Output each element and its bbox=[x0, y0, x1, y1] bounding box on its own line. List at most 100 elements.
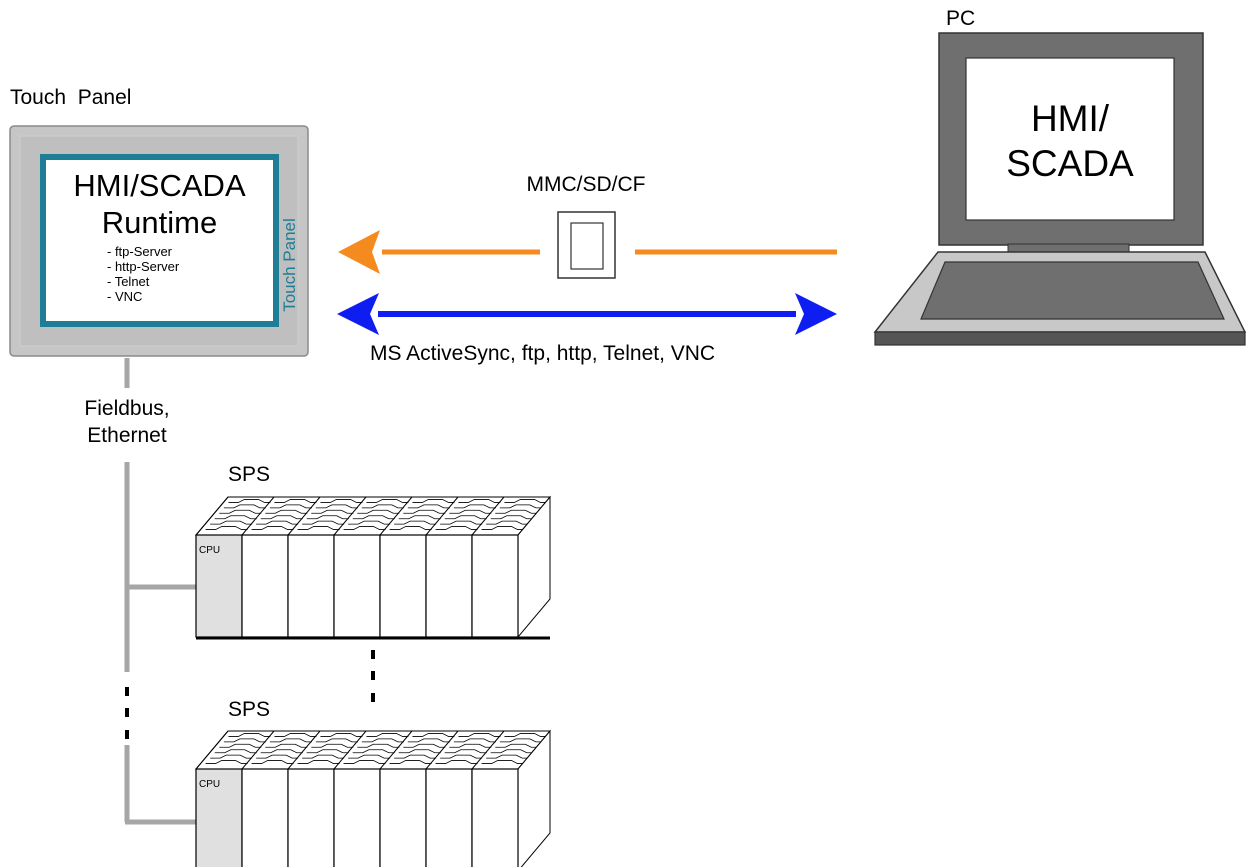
rack-vent bbox=[412, 499, 455, 503]
service-item: - ftp-Server bbox=[107, 244, 173, 259]
rack-vent bbox=[343, 760, 386, 764]
network-label: MS ActiveSync, ftp, http, Telnet, VNC bbox=[370, 342, 716, 365]
pc-screen-line1: HMI/ bbox=[1030, 98, 1110, 139]
rack-vent bbox=[223, 504, 266, 509]
service-item: - VNC bbox=[107, 289, 143, 304]
rack-vent bbox=[315, 738, 358, 743]
dot bbox=[125, 687, 129, 696]
rack-vent bbox=[435, 526, 478, 530]
io-module bbox=[379, 768, 427, 867]
rack-vent bbox=[265, 509, 308, 514]
rack-vent bbox=[302, 754, 345, 759]
rack-vent bbox=[495, 509, 538, 514]
io-module bbox=[287, 768, 335, 867]
rack-vent bbox=[228, 733, 271, 737]
laptop-keyboard bbox=[920, 261, 1225, 320]
memory-card-label: MMC/SD/CF bbox=[526, 173, 646, 196]
cpu-module bbox=[195, 534, 243, 638]
rack-vent bbox=[251, 526, 294, 530]
rack-top-divider bbox=[195, 496, 229, 536]
rack-vent bbox=[205, 526, 248, 530]
rack-vent bbox=[357, 509, 400, 514]
rack-vent bbox=[297, 760, 340, 764]
rack-vent bbox=[260, 515, 303, 520]
dot bbox=[371, 650, 375, 659]
rack-vent bbox=[348, 754, 391, 759]
rack-vent bbox=[366, 733, 409, 737]
rack-vent bbox=[449, 743, 492, 748]
rack-vent bbox=[486, 754, 529, 759]
rack-vent bbox=[486, 520, 529, 525]
continuation-dots bbox=[125, 650, 375, 739]
rack-vent bbox=[251, 760, 294, 764]
memory-card-arrowhead bbox=[338, 230, 380, 274]
io-module bbox=[333, 534, 381, 638]
rack-vent bbox=[398, 749, 441, 754]
rack-vent bbox=[210, 520, 253, 525]
pc-title: PC bbox=[946, 7, 976, 30]
touch-panel-services: - ftp-Server - http-Server - Telnet - VN… bbox=[107, 244, 179, 304]
fieldbus-label-line2: Ethernet bbox=[87, 424, 167, 447]
rack-vent bbox=[214, 749, 257, 754]
rack-vent bbox=[440, 754, 483, 759]
io-module bbox=[333, 768, 381, 867]
laptop-screen bbox=[965, 57, 1175, 221]
rack-vent bbox=[306, 749, 349, 754]
rack-top-divider bbox=[287, 496, 321, 536]
rack-vent bbox=[499, 738, 542, 743]
rack-vent bbox=[205, 760, 248, 764]
touch-panel-screen-title: HMI/SCADA bbox=[73, 168, 246, 203]
rack-top-divider bbox=[425, 496, 459, 536]
rack-vent bbox=[348, 520, 391, 525]
fieldbus-label-line1: Fieldbus, bbox=[84, 397, 170, 420]
rack-vent bbox=[361, 738, 404, 743]
rack-vent bbox=[260, 749, 303, 754]
rack-top-divider bbox=[287, 730, 321, 770]
plc-cpu-label: CPU bbox=[199, 545, 221, 556]
rack-vent bbox=[320, 733, 363, 737]
rack-top-divider bbox=[379, 730, 413, 770]
plc-cpu-label: CPU bbox=[199, 779, 221, 790]
rack-vent bbox=[297, 526, 340, 530]
rack-vent bbox=[449, 509, 492, 514]
rack-vent bbox=[490, 515, 533, 520]
rack-vent bbox=[403, 509, 446, 514]
rack-vent bbox=[210, 754, 253, 759]
pc-screen-line2: SCADA bbox=[1006, 143, 1134, 184]
io-module bbox=[241, 768, 289, 867]
rack-vent bbox=[435, 760, 478, 764]
rack-vent bbox=[481, 760, 524, 764]
memory-card-transfer bbox=[338, 211, 837, 279]
rack-top-divider bbox=[241, 730, 275, 770]
touch-panel-screen-subtitle: Runtime bbox=[101, 205, 218, 240]
rack-vent bbox=[269, 504, 312, 509]
rack-vent bbox=[352, 749, 395, 754]
rack-vent bbox=[481, 526, 524, 530]
io-module bbox=[471, 534, 519, 638]
rack-vent bbox=[311, 743, 354, 748]
io-module bbox=[287, 534, 335, 638]
io-module bbox=[425, 534, 473, 638]
dot bbox=[125, 730, 129, 739]
rack-vent bbox=[499, 504, 542, 509]
rack-vent bbox=[265, 743, 308, 748]
rack-vent bbox=[453, 738, 496, 743]
dot bbox=[371, 671, 375, 680]
rack-vent bbox=[458, 499, 501, 503]
plc-racks bbox=[194, 495, 552, 867]
io-module bbox=[471, 768, 519, 867]
rack-vent bbox=[444, 515, 487, 520]
rack-vent bbox=[490, 749, 533, 754]
rack-vent bbox=[389, 526, 432, 530]
rack-vent bbox=[352, 515, 395, 520]
rack-vent bbox=[320, 499, 363, 503]
rack-vent bbox=[453, 504, 496, 509]
rack-top-divider bbox=[241, 496, 275, 536]
touch-panel-device bbox=[9, 125, 309, 357]
dot bbox=[125, 708, 129, 717]
rack-vent bbox=[394, 520, 437, 525]
touch-panel-side-label: Touch Panel bbox=[280, 218, 299, 312]
rack-top-divider bbox=[333, 496, 367, 536]
laptop-front-edge bbox=[874, 331, 1246, 346]
rack-vent bbox=[407, 738, 450, 743]
